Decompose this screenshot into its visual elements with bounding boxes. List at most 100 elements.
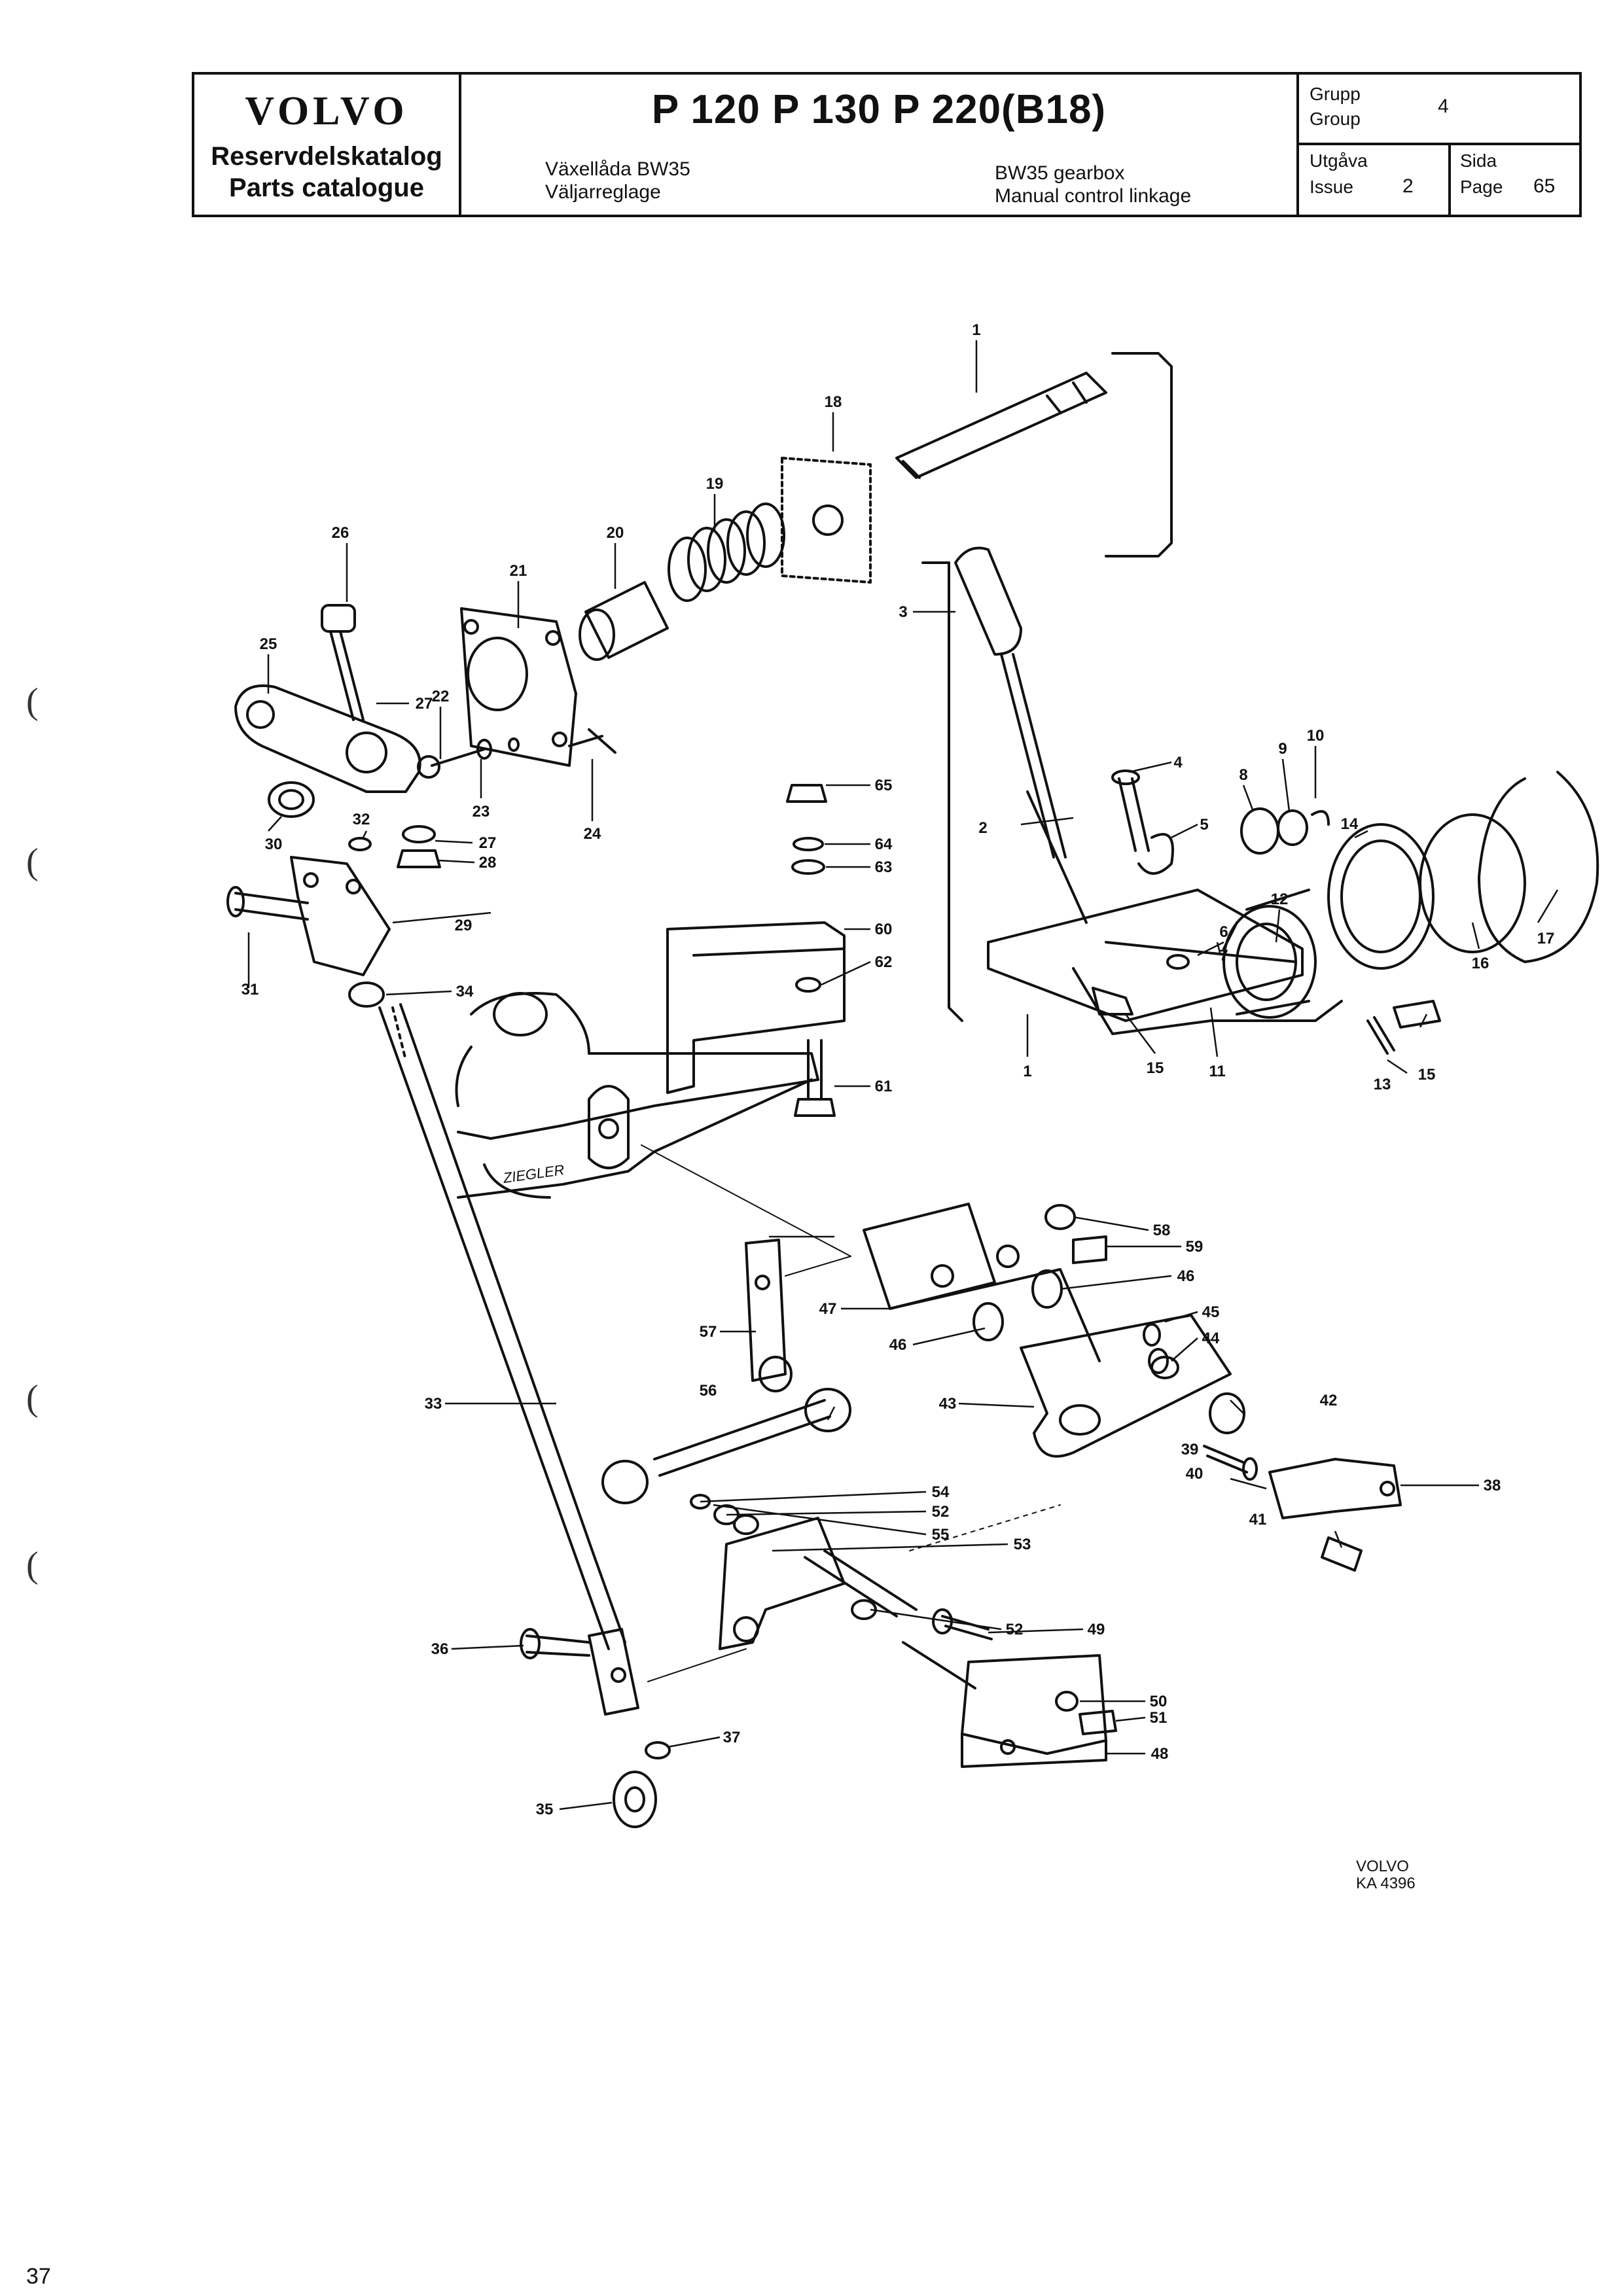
clip-15 (1393, 1000, 1441, 1029)
callout-37: 37 (723, 1729, 741, 1746)
callout-30: 30 (265, 836, 283, 853)
brand-block: VOLVO Reservdelskatalog Parts catalogue (194, 75, 461, 215)
exploded-parts-diagram: 1 1 2 3 4 5 6 7 8 9 10 11 12 13 14 15 15… (0, 236, 1623, 1871)
clip-15 (1092, 987, 1133, 1016)
callout-63: 63 (875, 858, 893, 876)
group-label-en: Group (1310, 109, 1361, 129)
callout-8: 8 (1239, 766, 1247, 784)
bushing-42 (1209, 1392, 1245, 1434)
yoke-29 (290, 856, 391, 976)
callout-53: 53 (1014, 1536, 1031, 1553)
callout-13: 13 (1374, 1076, 1391, 1093)
issue-value: 2 (1402, 175, 1414, 197)
panel-outline (1105, 352, 1173, 557)
callout-43: 43 (939, 1395, 957, 1413)
nut-41 (1321, 1536, 1363, 1572)
bracket-38 (1268, 1458, 1402, 1519)
lever-43 (1020, 1314, 1232, 1458)
rod-33 (378, 1003, 626, 1650)
callout-52: 52 (1006, 1621, 1024, 1638)
nut-65 (786, 784, 827, 803)
callout-50: 50 (1150, 1693, 1168, 1710)
issue-label-sv: Utgåva (1310, 150, 1368, 171)
sleeve-20 (584, 581, 669, 659)
nut-59 (1072, 1235, 1107, 1264)
description-sv-line2: Väljarreglage (545, 181, 661, 203)
bracket-47 (863, 1203, 996, 1310)
callout-15: 15 (1418, 1066, 1436, 1084)
callout-40: 40 (1186, 1465, 1204, 1483)
lever-53 (719, 1517, 846, 1650)
callout-22: 22 (432, 688, 450, 705)
callout-62: 62 (875, 953, 893, 971)
bushing-46 (1031, 1269, 1063, 1309)
spring-19 (668, 503, 785, 602)
page-cell: Sida Page 65 (1451, 145, 1579, 215)
group-cell: Grupp Group 4 (1299, 75, 1579, 145)
washer-9 (1277, 809, 1308, 846)
callout-55: 55 (932, 1526, 950, 1544)
callout-46: 46 (1177, 1267, 1195, 1285)
bolt-22 (431, 748, 486, 767)
bracket-57 (745, 1239, 787, 1382)
lever-2 (1000, 653, 1067, 858)
callout-65: 65 (875, 777, 893, 794)
description-sv-line1: Växellåda BW35 (545, 158, 690, 180)
washer-37 (645, 1741, 671, 1759)
margin-mark: ( (26, 1545, 39, 1585)
group-value: 4 (1438, 96, 1449, 117)
margin-mark: ( (26, 681, 39, 722)
callout-18: 18 (825, 393, 842, 411)
description-en-line1: BW35 gearbox (995, 162, 1125, 184)
callout-59: 59 (1186, 1238, 1204, 1256)
knob-3 (954, 546, 1022, 656)
lever-25 (234, 684, 421, 793)
issue-label-en: Issue (1310, 177, 1353, 197)
clip-24 (568, 728, 616, 754)
bushing-30 (268, 781, 315, 818)
screw-13 (1366, 1016, 1395, 1055)
callout-44: 44 (1202, 1330, 1220, 1347)
callout-5: 5 (1200, 816, 1208, 834)
nut-51 (1079, 1710, 1117, 1735)
washer-44 (1148, 1348, 1169, 1374)
bracket-48 (961, 1654, 1107, 1755)
plate-18 (781, 457, 872, 584)
callout-1: 1 (972, 321, 980, 339)
callout-33: 33 (425, 1395, 442, 1413)
callout-29: 29 (455, 917, 473, 934)
bracket-21 (460, 607, 577, 767)
callout-1: 1 (1023, 1063, 1031, 1080)
callout-57: 57 (700, 1323, 717, 1341)
circlip-17 (1478, 771, 1599, 963)
callout-27: 27 (416, 695, 433, 713)
description-sv: Växellåda BW35 Väljarreglage (545, 158, 690, 203)
washer-27 (402, 825, 436, 843)
callout-61: 61 (875, 1078, 893, 1095)
spring-5 (1137, 833, 1174, 875)
washer-52 (733, 1514, 759, 1535)
bracket-60 (666, 921, 846, 1094)
callout-56: 56 (700, 1382, 717, 1400)
callout-14: 14 (1341, 815, 1359, 833)
callout-19: 19 (706, 475, 724, 493)
callout-64: 64 (875, 836, 893, 853)
housing-12 (1222, 905, 1317, 1019)
drawing-reference: VOLVO KA 4396 (1356, 1858, 1416, 1893)
meta-block: Grupp Group 4 Utgåva Issue 2 Sida Page 6… (1299, 75, 1579, 215)
volvo-logo: VOLVO (245, 89, 408, 133)
pin-4 (1118, 777, 1150, 852)
callout-48: 48 (1151, 1745, 1169, 1763)
callout-60: 60 (875, 921, 893, 938)
bolt-26 (321, 604, 356, 633)
parts-drawing: 1 1 2 3 4 5 6 7 8 9 10 11 12 13 14 15 15… (226, 321, 1599, 1828)
callout-47: 47 (819, 1300, 837, 1318)
shaft-1 (895, 372, 1107, 479)
bolt-31 (234, 892, 309, 921)
callout-2: 2 (978, 819, 987, 837)
callout-41: 41 (1249, 1511, 1267, 1528)
ziegler-label: ZIEGLER (501, 1161, 565, 1186)
callout-26: 26 (332, 524, 349, 542)
callout-46: 46 (889, 1336, 907, 1354)
callout-27: 27 (479, 834, 497, 852)
